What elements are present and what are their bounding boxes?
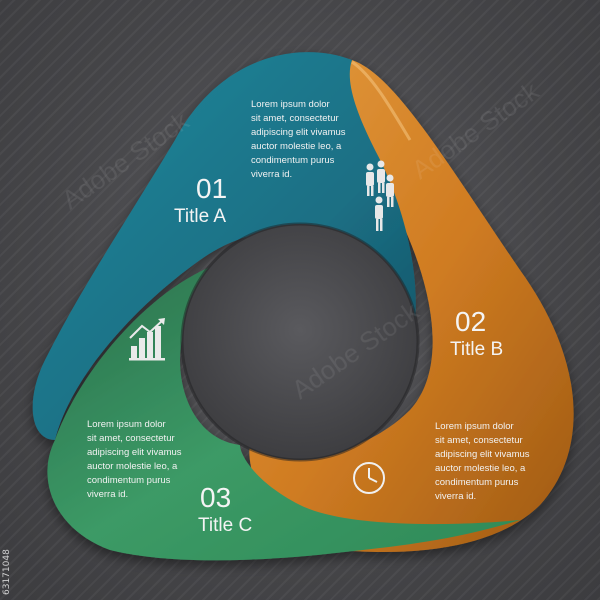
segment-b-title: Title B	[450, 339, 503, 360]
segment-c	[47, 265, 520, 561]
segment-a-line: auctor molestie leo, a	[251, 141, 342, 152]
segment-a-line: sit amet, consectetur	[251, 113, 339, 124]
segment-b-line: Lorem ipsum dolor	[435, 421, 514, 432]
segment-a-number: 01	[196, 173, 227, 204]
segment-a-line: viverra id.	[251, 169, 292, 180]
segment-a-title: Title A	[174, 206, 226, 227]
bar-chart-icon	[129, 318, 165, 361]
segment-b-line: sit amet, consectetur	[435, 435, 523, 446]
segment-b-line: viverra id.	[435, 491, 476, 502]
segment-c-line: condimentum purus	[87, 475, 171, 486]
watermark-text: Adobe Stock	[406, 75, 545, 185]
segment-b-line: condimentum purus	[435, 477, 519, 488]
segment-a-line: condimentum purus	[251, 155, 335, 166]
segment-a-line: Lorem ipsum dolor	[251, 99, 330, 110]
segment-c-line: Lorem ipsum dolor	[87, 419, 166, 430]
segment-c-title: Title C	[198, 515, 252, 536]
center-hole-rim	[180, 222, 420, 462]
segment-c-line: adipiscing elit vivamus	[87, 447, 182, 458]
segment-a-description: Lorem ipsum dolor sit amet, consectetur …	[251, 99, 346, 180]
segment-c-line: viverra id.	[87, 489, 128, 500]
segment-c-number: 03	[200, 482, 231, 513]
segment-b-line: adipiscing elit vivamus	[435, 449, 530, 460]
segment-b	[249, 60, 574, 553]
people-icon	[366, 160, 394, 231]
center-hole	[182, 224, 418, 460]
segment-c-line: auctor molestie leo, a	[87, 461, 178, 472]
image-id-label: 63171048	[2, 549, 12, 595]
segment-b-number: 02	[455, 306, 486, 337]
segment-a	[32, 52, 416, 441]
segment-c-line: sit amet, consectetur	[87, 433, 175, 444]
fold-highlight	[351, 60, 412, 141]
clock-icon	[354, 463, 384, 493]
segment-b-line: auctor molestie leo, a	[435, 463, 526, 474]
segment-a-line: adipiscing elit vivamus	[251, 127, 346, 138]
segment-b-description: Lorem ipsum dolor sit amet, consectetur …	[435, 421, 530, 502]
segment-c-description: Lorem ipsum dolor sit amet, consectetur …	[87, 419, 182, 500]
